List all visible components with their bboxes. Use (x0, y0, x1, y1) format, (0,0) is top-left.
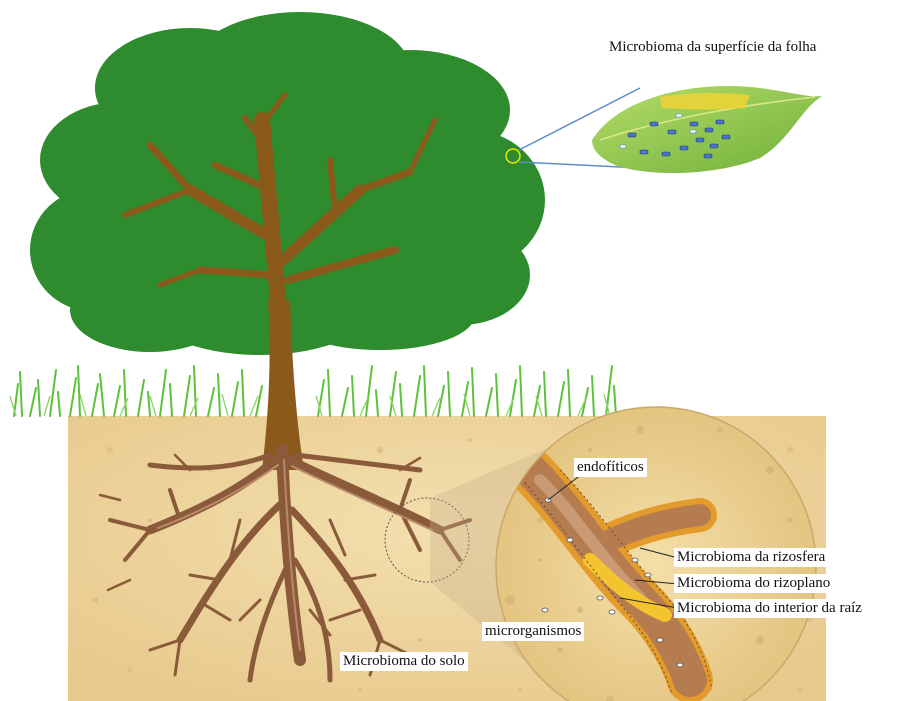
microorganisms-label: microrganismos (482, 622, 584, 641)
leaf-surface-microbiome-label: Microbioma da superfície da folha (606, 38, 819, 57)
rhizosphere-microbiome-label: Microbioma da rizosfera (674, 548, 828, 567)
soil-microbiome-label: Microbioma do solo (340, 652, 468, 671)
rhizoplane-microbiome-label: Microbioma do rizoplano (674, 574, 833, 593)
root-interior-microbiome-label: Microbioma do interior da raíz (674, 599, 865, 618)
grass (14, 366, 616, 416)
grass-tufts (10, 394, 610, 416)
endophytes-label: endofíticos (574, 458, 647, 477)
leaf-closeup (592, 86, 822, 173)
